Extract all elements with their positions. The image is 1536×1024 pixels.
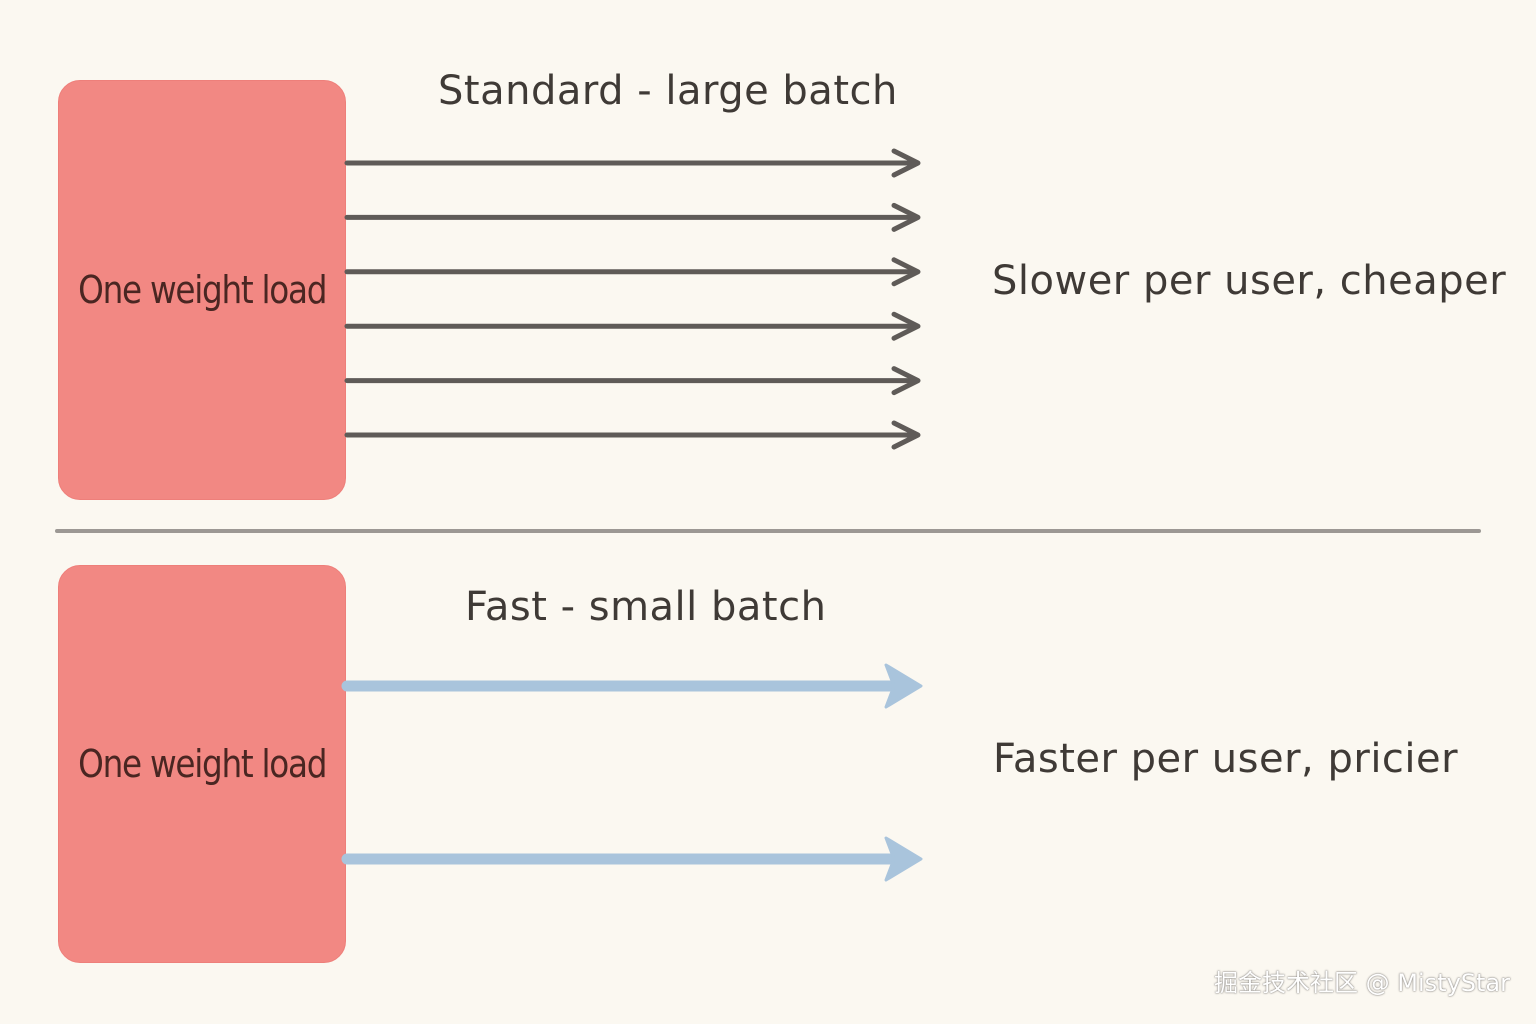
fast-weight-box: One weight load bbox=[58, 565, 346, 963]
standard-arrows bbox=[344, 148, 921, 450]
fast-batch-title: Fast - small batch bbox=[465, 584, 827, 630]
fast-panel: One weight load Fast - small batch Faste… bbox=[0, 540, 1536, 1024]
standard-batch-title: Standard - large batch bbox=[438, 68, 898, 114]
standard-arrow-5 bbox=[344, 366, 921, 396]
fast-weight-label: One weight load bbox=[77, 742, 327, 786]
fast-arrow-1 bbox=[341, 663, 923, 709]
standard-panel: One weight load Standard - large batch S… bbox=[58, 68, 1507, 500]
fast-arrows bbox=[341, 663, 923, 882]
standard-arrow-2 bbox=[344, 202, 921, 232]
fast-arrow-2 bbox=[341, 836, 923, 882]
watermark: 掘金技术社区 @ MistyStar bbox=[1214, 969, 1510, 997]
fast-outcome: Faster per user, pricier bbox=[993, 736, 1459, 782]
standard-weight-label: One weight load bbox=[77, 268, 327, 312]
standard-outcome: Slower per user, cheaper bbox=[992, 258, 1507, 304]
standard-arrow-3 bbox=[344, 257, 921, 287]
standard-arrow-1 bbox=[344, 148, 921, 178]
standard-arrow-4 bbox=[344, 311, 921, 341]
standard-weight-box: One weight load bbox=[58, 80, 346, 500]
panel-divider bbox=[55, 529, 1481, 533]
standard-arrow-6 bbox=[344, 420, 921, 450]
